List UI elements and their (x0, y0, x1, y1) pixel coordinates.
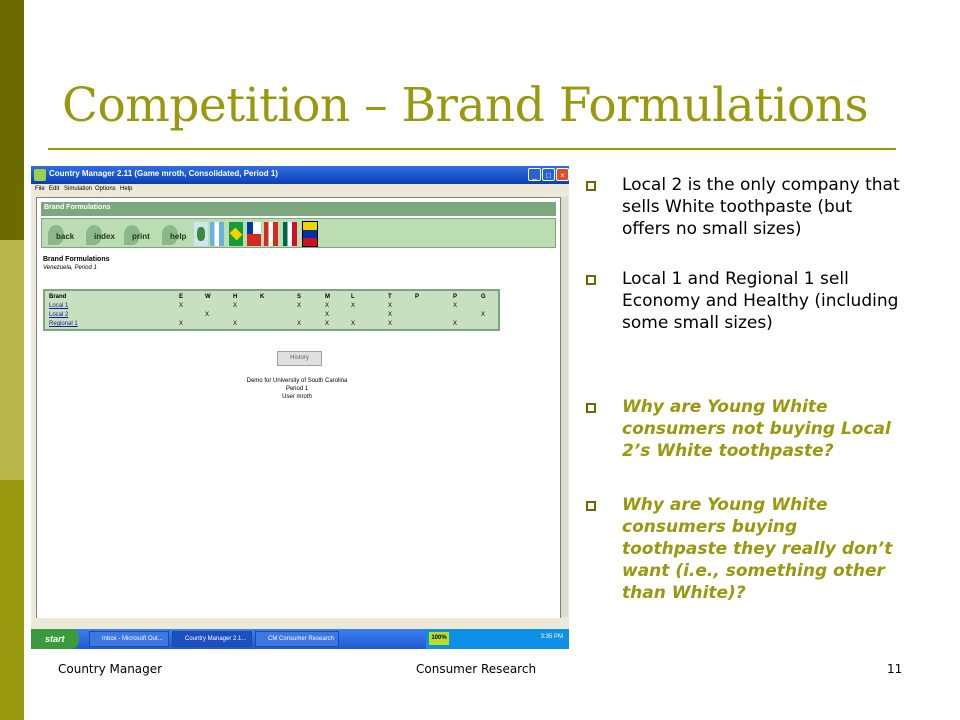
col-brand: Brand (49, 294, 67, 300)
nav-bar: back index print help (41, 218, 556, 248)
print-button[interactable]: print (124, 223, 160, 245)
menu-file[interactable]: File (35, 186, 45, 192)
peru-flag[interactable] (264, 222, 278, 246)
slide-title: Competition – Brand Formulations (62, 78, 869, 133)
page-subtitle: Venezuela, Period 1 (43, 265, 97, 271)
section-header-label: Brand Formulations (44, 204, 111, 211)
menu-options[interactable]: Options (95, 186, 116, 192)
brand-link-local-2[interactable]: Local 2 (49, 312, 69, 318)
cell-local1-l: X (351, 303, 356, 309)
cell-regional1-m: X (325, 321, 330, 327)
col-h: H (233, 294, 238, 300)
cell-regional1-l: X (351, 321, 356, 327)
cell-regional1-s: X (297, 321, 302, 327)
col-p1: P (415, 294, 420, 300)
map-flag[interactable] (194, 222, 208, 246)
cell-regional1-e: X (179, 321, 184, 327)
task-inbox[interactable]: Inbox - Microsoft Out... (89, 631, 169, 647)
index-label: index (94, 232, 115, 241)
history-button[interactable]: History (277, 351, 322, 366)
col-s: S (297, 294, 302, 300)
cell-local2-w: X (205, 312, 210, 318)
cell-local1-t: X (388, 303, 393, 309)
bullet-text: Local 1 and Regional 1 sell Economy and … (622, 269, 899, 333)
cell-local2-t: X (388, 312, 393, 318)
menu-edit[interactable]: Edit (49, 186, 60, 192)
col-m: M (325, 294, 330, 300)
menu-simulation[interactable]: Simulation (64, 186, 93, 192)
cell-local1-p2: X (453, 303, 458, 309)
decor-bar-top (0, 0, 24, 240)
col-k: K (260, 294, 265, 300)
demo-line: Demo for University of South Carolina (246, 378, 348, 384)
brazil-flag[interactable] (229, 222, 243, 246)
venezuela-flag[interactable] (302, 221, 318, 247)
cell-local2-m: X (325, 312, 330, 318)
vertical-scrollbar[interactable] (561, 197, 568, 617)
col-e: E (179, 294, 184, 300)
cell-regional1-h: X (233, 321, 238, 327)
app-icon (34, 169, 46, 181)
taskbar: start Inbox - Microsoft Out... Country M… (31, 629, 569, 649)
bullet-square-icon (586, 275, 596, 285)
cell-regional1-p2: X (453, 321, 458, 327)
bullet-text: Why are Young White consumers buying too… (622, 495, 893, 603)
decor-bar-bottom (0, 480, 24, 720)
close-icon[interactable]: × (556, 168, 569, 181)
maximize-icon[interactable]: □ (542, 168, 555, 181)
user-line: User mroth (282, 394, 312, 400)
content-area: Brand Formulations back index print help… (36, 197, 561, 619)
task-cm-consumer-research[interactable]: CM Consumer Research (255, 631, 339, 647)
footer-center: Consumer Research (416, 662, 537, 676)
cell-local2-g: X (481, 312, 486, 318)
argentina-flag[interactable] (210, 222, 224, 246)
cell-local1-e: X (179, 303, 184, 309)
status-bar (31, 618, 569, 628)
menu-help[interactable]: Help (120, 186, 133, 192)
col-g: G (481, 294, 486, 300)
section-header: Brand Formulations (41, 202, 556, 216)
col-p2: P (453, 294, 458, 300)
brand-link-local-1[interactable]: Local 1 (49, 303, 69, 309)
system-tray: 100% 3:35 PM (426, 629, 569, 649)
formulations-table: Brand E W H K S M L T P P G Local 1 Loca… (43, 289, 500, 331)
title-divider (48, 148, 896, 150)
app-screenshot: Country Manager 2.11 (Game mroth, Consol… (31, 166, 569, 649)
col-t: T (388, 294, 392, 300)
window-title: Country Manager 2.11 (Game mroth, Consol… (49, 169, 278, 178)
bullet-text: Local 2 is the only company that sells W… (622, 175, 900, 239)
back-label: back (56, 232, 75, 241)
footer-left: Country Manager (58, 662, 163, 676)
clock: 3:35 PM (540, 634, 563, 640)
chile-flag[interactable] (247, 222, 261, 246)
cell-regional1-t: X (388, 321, 393, 327)
battery-indicator: 100% (429, 632, 449, 645)
col-w: W (205, 294, 211, 300)
period-line: Period 1 (285, 386, 309, 392)
help-button[interactable]: help (162, 223, 198, 245)
bullet-text: Why are Young White consumers not buying… (622, 397, 891, 461)
menu-bar: File Edit Simulation Options Help (31, 184, 569, 195)
cell-local1-h: X (233, 303, 238, 309)
bullet-square-icon (586, 501, 596, 511)
start-button[interactable]: start (31, 629, 79, 649)
mexico-flag[interactable] (283, 222, 297, 246)
print-label: print (132, 232, 150, 241)
brand-link-regional-1[interactable]: Regional 1 (49, 321, 78, 327)
page-title: Brand Formulations (43, 256, 110, 263)
window-titlebar: Country Manager 2.11 (Game mroth, Consol… (31, 166, 569, 184)
help-label: help (170, 232, 187, 241)
back-button[interactable]: back (48, 223, 84, 245)
cell-local1-s: X (297, 303, 302, 309)
col-l: L (351, 294, 355, 300)
page-number: 11 (887, 662, 903, 676)
decor-bar-middle (0, 240, 24, 480)
bullet-square-icon (586, 403, 596, 413)
task-country-manager[interactable]: Country Manager 2.1... (172, 631, 252, 647)
cell-local1-m: X (325, 303, 330, 309)
index-button[interactable]: index (86, 223, 122, 245)
minimize-icon[interactable]: _ (528, 168, 541, 181)
bullet-square-icon (586, 181, 596, 191)
